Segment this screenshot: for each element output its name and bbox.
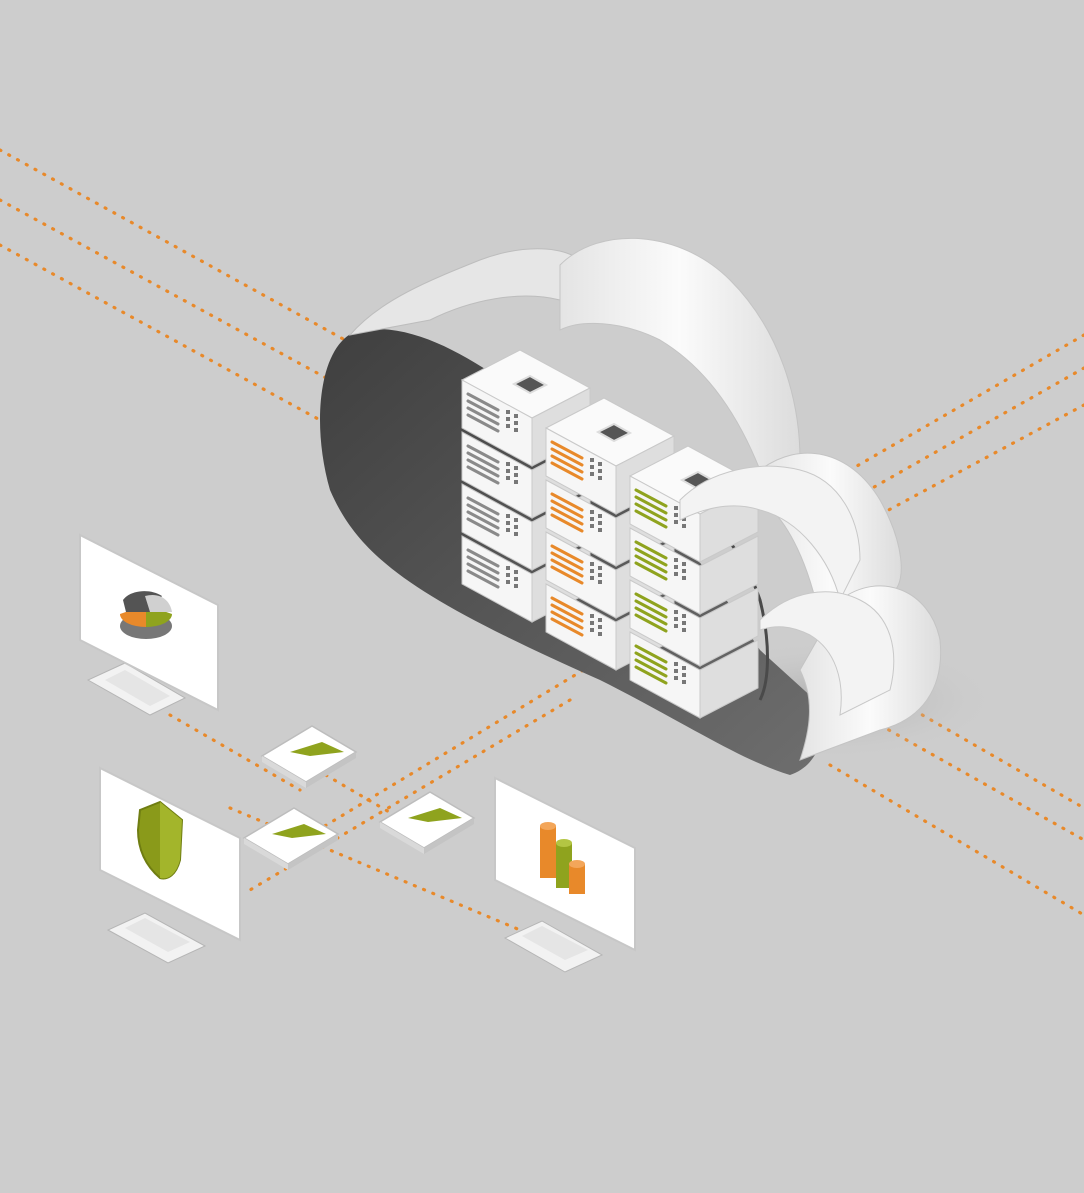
cloud-rim-left: [348, 248, 581, 336]
envelopes: [242, 725, 476, 870]
bar-chart-icon: [540, 822, 585, 894]
envelope-icon: [260, 725, 358, 788]
monitor-bar-chart: [494, 776, 636, 973]
cloud-front-lobe: [679, 465, 861, 602]
envelope-icon: [242, 807, 340, 870]
server-rack-icon: [544, 397, 676, 671]
shield-icon: [136, 800, 184, 880]
pie-chart-icon: [120, 591, 172, 639]
server-unit: [629, 631, 759, 719]
monitor-shield: [99, 766, 241, 964]
server-unit: [629, 579, 759, 667]
envelope-icon: [378, 791, 476, 854]
server-unit: [629, 527, 759, 615]
monitors: [79, 533, 636, 973]
cloud-front-lobe-lower: [759, 591, 895, 716]
monitor-pie-chart: [79, 533, 219, 716]
